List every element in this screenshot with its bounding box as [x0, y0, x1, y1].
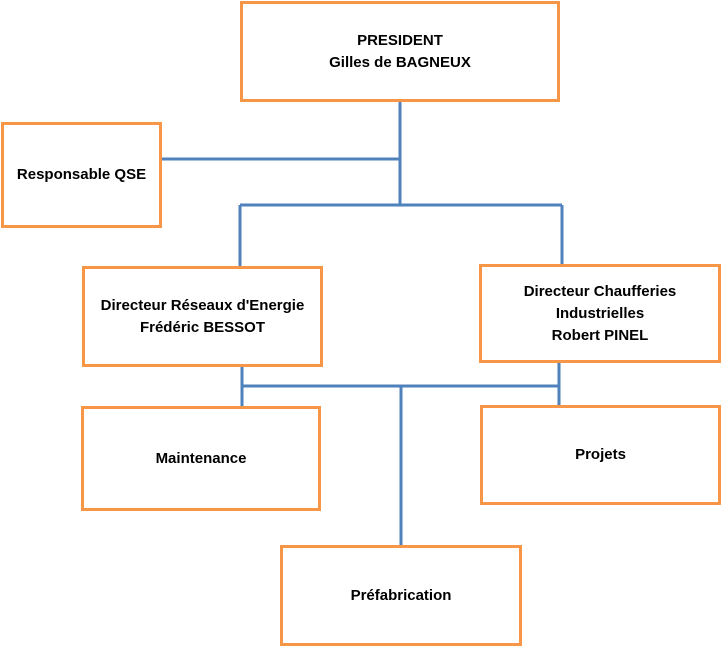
chaufferies-director-box: Directeur Chaufferies Industrielles Robe…	[479, 264, 721, 363]
projets-text: Projets	[575, 444, 626, 466]
qse-title: Responsable QSE	[16, 166, 147, 183]
qse-box: Responsable QSE	[1, 122, 162, 228]
president-box: PRESIDENT Gilles de BAGNEUX	[240, 1, 560, 102]
chaufferies-title-line2: Industrielles	[555, 304, 645, 322]
prefabrication-box: Préfabrication	[280, 545, 522, 646]
prefabrication-text: Préfabrication	[351, 585, 452, 607]
reseaux-director-box: Directeur Réseaux d'Energie Frédéric BES…	[82, 266, 323, 367]
maintenance-text: Maintenance	[156, 448, 247, 470]
projets-title: Projets	[575, 446, 626, 463]
maintenance-box: Maintenance	[81, 406, 321, 511]
chaufferies-title-line1: Directeur Chaufferies	[523, 282, 677, 300]
president-text: PRESIDENT Gilles de BAGNEUX	[329, 30, 471, 74]
president-name: Gilles de BAGNEUX	[329, 53, 471, 71]
qse-text: Responsable QSE	[17, 164, 146, 186]
chaufferies-text: Directeur Chaufferies Industrielles Robe…	[524, 281, 677, 347]
reseaux-text: Directeur Réseaux d'Energie Frédéric BES…	[101, 295, 305, 339]
chaufferies-name: Robert PINEL	[551, 326, 649, 344]
projets-box: Projets	[480, 405, 721, 505]
reseaux-title: Directeur Réseaux d'Energie	[100, 296, 305, 314]
president-title: PRESIDENT	[357, 31, 443, 49]
maintenance-title: Maintenance	[155, 449, 247, 467]
prefabrication-title: Préfabrication	[350, 586, 452, 604]
reseaux-name: Frédéric BESSOT	[139, 318, 266, 336]
